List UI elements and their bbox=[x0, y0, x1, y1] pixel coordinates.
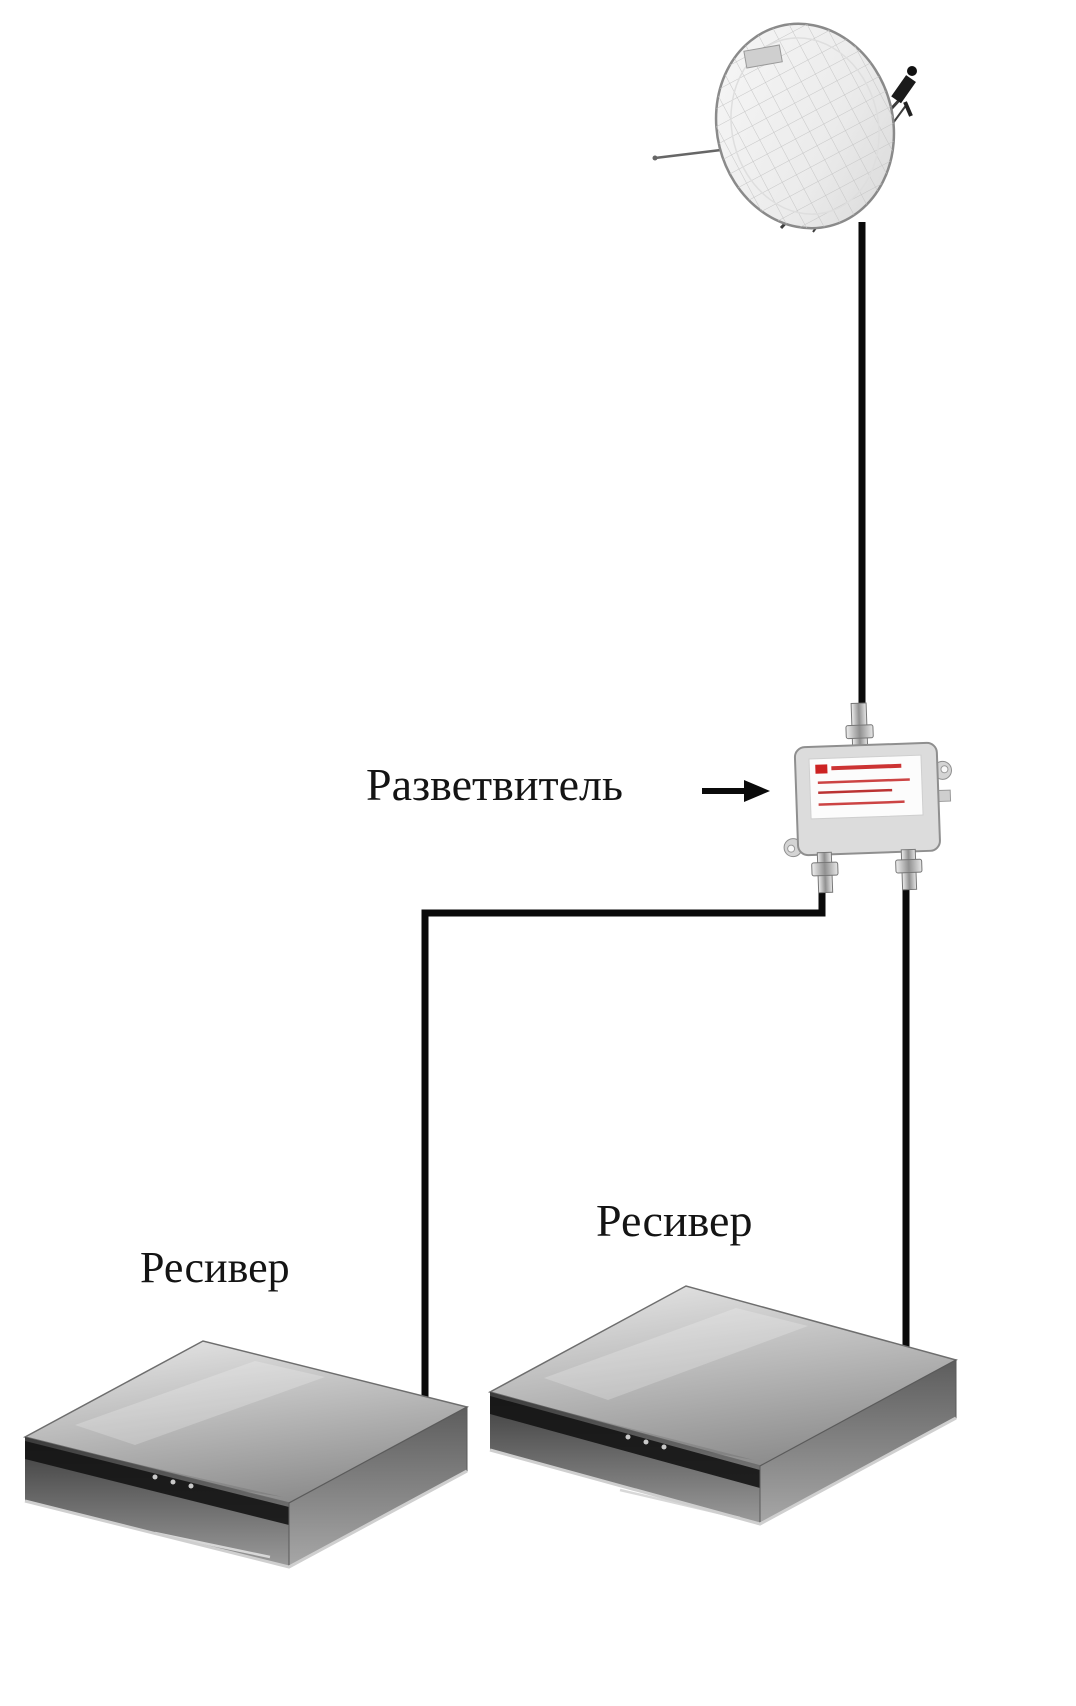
dish-mount-line bbox=[652, 148, 722, 161]
satellite-dish bbox=[652, 22, 917, 233]
splitter-label: Разветвитель bbox=[366, 759, 623, 810]
receiver-right bbox=[487, 1285, 959, 1526]
dish-reflector bbox=[714, 22, 896, 230]
receiver-right-label: Ресивер bbox=[596, 1195, 753, 1246]
receiver-right-front-band bbox=[490, 1396, 760, 1488]
receiver-left bbox=[22, 1340, 470, 1569]
receiver-left-label: Ресивер bbox=[140, 1243, 290, 1292]
splitter-print-label bbox=[808, 754, 924, 820]
receiver-left-front-band bbox=[25, 1441, 289, 1525]
splitter-pointer-arrow bbox=[702, 780, 770, 802]
splitter-output-connector-left bbox=[811, 851, 839, 894]
splitter-output-connector-right bbox=[895, 848, 923, 891]
feed-horn-icon bbox=[891, 66, 917, 117]
cable-splitter-to-left-receiver bbox=[421, 882, 826, 1398]
dish-sticker bbox=[743, 44, 783, 69]
splitter-device bbox=[783, 702, 952, 894]
splitter-input-connector bbox=[845, 702, 874, 748]
